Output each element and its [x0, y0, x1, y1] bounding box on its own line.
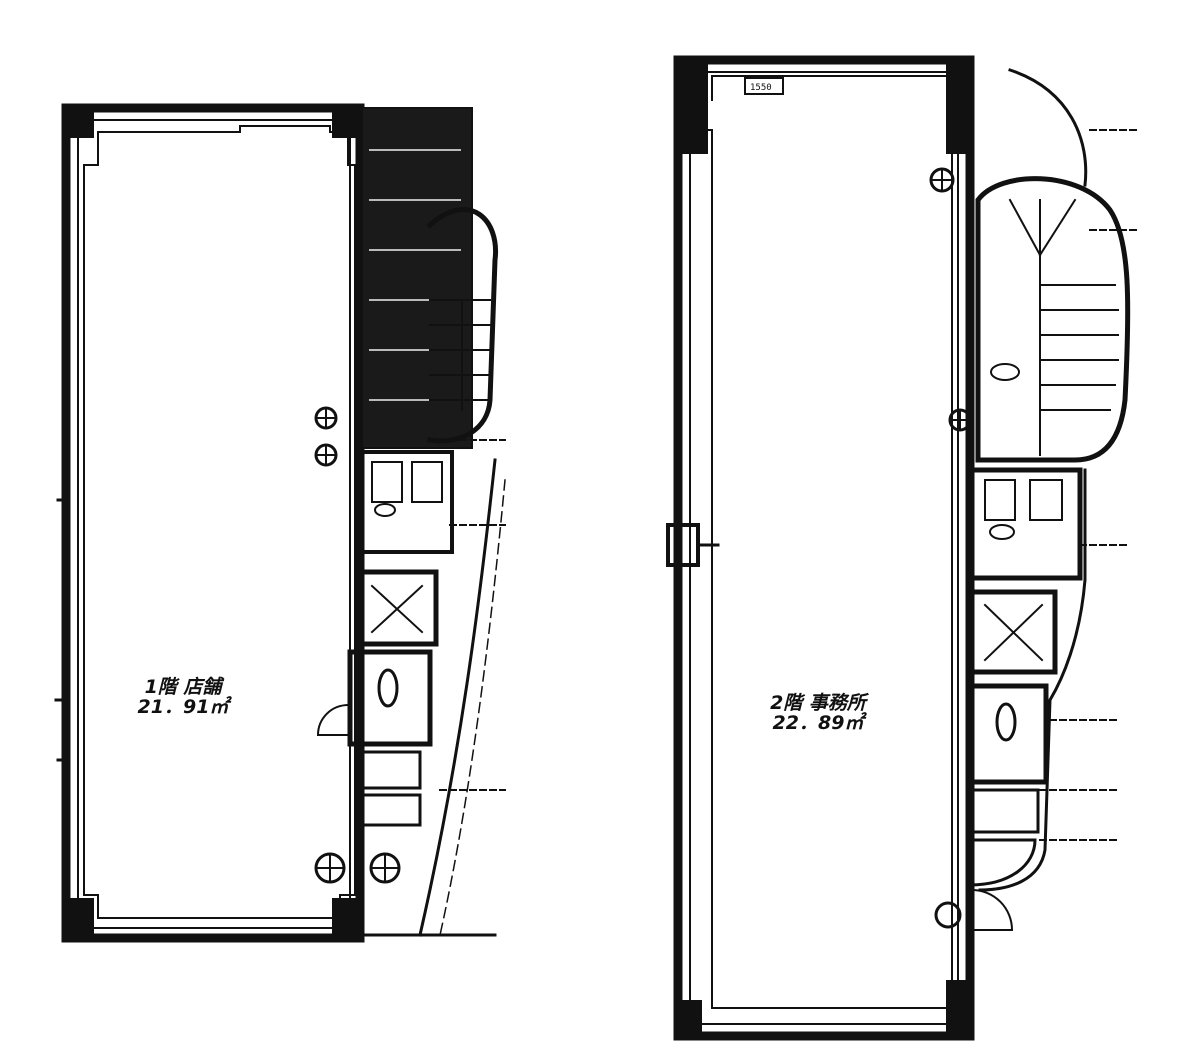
floor-1-room-outline [83, 125, 356, 919]
floor-2-area: 22．89㎡ [772, 711, 864, 734]
floor-1-outer-wall [61, 103, 365, 943]
floor-1-hatched-block [361, 107, 473, 449]
floor-2-shaft [967, 589, 1058, 675]
floor-1-washroom [347, 649, 433, 747]
floor-1-plan [54, 103, 506, 943]
floor-2-outer-wall [673, 55, 975, 1041]
floor-2-room-name: 2階 事務所 [770, 692, 866, 714]
floor-1-toilet-room [358, 450, 454, 554]
floor-1-room-name: 1階 店舗 [144, 676, 222, 698]
floor-1-area: 21．91㎡ [137, 695, 229, 718]
floor-1-shaft [355, 569, 439, 647]
floor-2-room-outline [699, 75, 961, 1009]
floor-2-curved-stair [975, 176, 1131, 463]
floor-1-curved-stair [426, 207, 499, 444]
floor-2-toilet-room [969, 467, 1083, 581]
floor-2-dimension-label: 1550 [750, 83, 772, 93]
floor-2-washroom [965, 683, 1049, 785]
floor-2-plan [666, 55, 1141, 1041]
floor-1-area-label: 1階 店舗 21．91㎡ [108, 676, 258, 718]
floor-2-area-label: 2階 事務所 22．89㎡ [738, 692, 898, 734]
